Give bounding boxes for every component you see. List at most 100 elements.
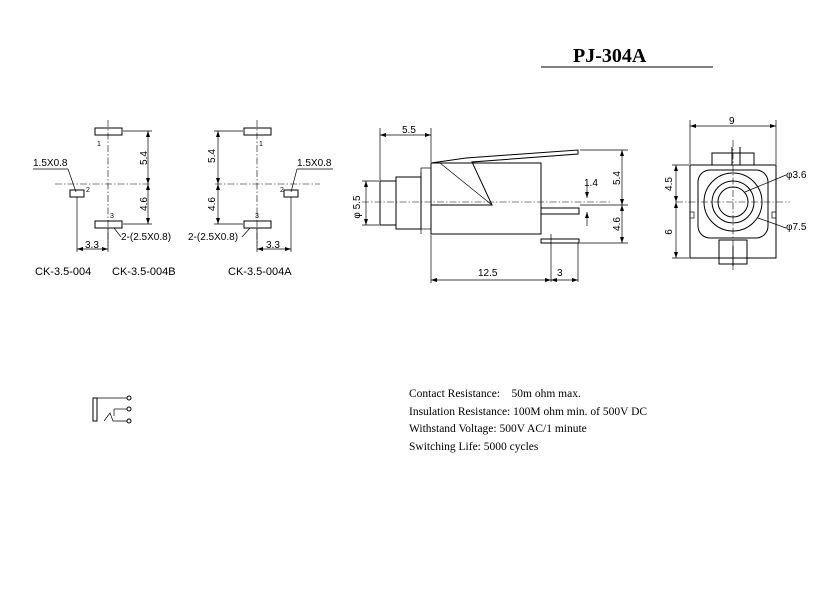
spec-withstand-voltage: Withstand Voltage: 500V AC/1 minute — [409, 423, 587, 435]
front-view-dim-phi-7-5: φ7.5 — [786, 222, 807, 233]
side-view-dim-1-4: 1.4 — [584, 178, 598, 189]
front-view-side-mark-right — [771, 211, 777, 219]
front-view-dim-9: 9 — [729, 116, 735, 127]
footprint-left-arrow-left — [77, 247, 83, 251]
front-view-dim-6: 6 — [664, 229, 675, 235]
side-view-arrow-right-mid-down — [620, 205, 624, 211]
specifications: Contact Resistance: 50m ohm max. Insulat… — [409, 388, 647, 453]
footprint-left-pad-3 — [94, 220, 123, 229]
front-view-arrow-width-right — [770, 124, 776, 128]
footprint-left-pin-3-label: 3 — [110, 213, 114, 220]
front-view-arrow-height-mid-up — [674, 196, 678, 202]
footprint-left-dim-5-4: 5.4 — [139, 151, 150, 165]
front-view-arrow-width-left — [690, 124, 696, 128]
footprint-right-pin-2-label: 2 — [280, 187, 284, 194]
jack-schematic-symbol — [92, 395, 132, 424]
side-view-dim-phi-5-5: φ 5.5 — [352, 195, 363, 219]
schematic-terminal-1 — [126, 395, 132, 401]
side-view-dim-3: 3 — [557, 268, 563, 279]
front-view-side-mark-left — [689, 211, 695, 219]
footprint-left-slot-leader — [113, 227, 122, 238]
caption-ck-3-5-004b: CK-3.5-004B — [112, 266, 176, 278]
spec-contact-resistance: Contact Resistance: 50m ohm max. — [409, 388, 581, 400]
side-view-arrow-top-right — [425, 133, 431, 137]
footprint-right-dim-pad: 1.5X0.8 — [297, 158, 332, 169]
side-view-arrow-right-bottom — [620, 237, 624, 243]
side-view-body — [430, 162, 542, 235]
footprint-left-pin-2-label: 2 — [86, 187, 90, 194]
footprint-right-pad-leader — [290, 168, 298, 193]
side-view-dim-5-5: 5.5 — [402, 125, 416, 136]
side-view-flange — [420, 167, 432, 230]
footprint-left-pad-2 — [69, 189, 85, 198]
footprint-left-pad-1 — [94, 127, 123, 136]
footprint-right-pin-1-label: 1 — [259, 141, 263, 148]
footprint-right-arrow-right — [285, 247, 291, 251]
side-view-offset-arrowhead-lower — [585, 212, 589, 218]
footprint-right: 1 2 3 5.4 4.6 1.5X0.8 3.3 2-(2.5X0.8) — [188, 120, 333, 252]
front-view-arrow-height-top — [674, 165, 678, 171]
front-view-dim-phi-3-6: φ3.6 — [786, 170, 807, 181]
footprint-left-arrow-bottom — [146, 218, 150, 224]
side-view-offset-arrowhead-upper — [585, 192, 589, 198]
footprint-right-pad-3 — [243, 220, 272, 229]
front-view-dim-4-5: 4.5 — [664, 177, 675, 191]
schematic-wire-3 — [103, 412, 127, 422]
side-view-arrow-12-5-right — [545, 278, 551, 282]
footprint-right-dim-5-4: 5.4 — [207, 149, 218, 163]
footprint-right-dim-slot: 2-(2.5X0.8) — [188, 232, 238, 243]
footprint-left-dim-3-3: 3.3 — [85, 240, 99, 251]
footprint-right-pad-1 — [243, 127, 272, 136]
part-number-title: PJ-304A — [573, 45, 647, 67]
side-view-dim-4-6: 4.6 — [612, 217, 623, 231]
footprint-left-dim-pad: 1.5X0.8 — [33, 158, 68, 169]
schematic-terminal-2 — [126, 406, 132, 412]
caption-ck-3-5-004a: CK-3.5-004A — [228, 266, 292, 278]
front-view-arrow-height-mid-down — [674, 202, 678, 208]
footprint-left-arrow-mid-up — [146, 178, 150, 184]
footprint-right-slot-leader — [241, 227, 251, 238]
footprint-right-dim-3-3: 3.3 — [266, 240, 280, 251]
front-view-leader-7-5 — [757, 217, 787, 229]
footprint-left-dim-slot: 2-(2.5X0.8) — [121, 232, 171, 243]
side-view-contact-slope — [439, 162, 493, 206]
front-view: 9 4.5 6 φ3.6 φ7.5 — [664, 116, 807, 270]
footprint-left-arrow-right — [102, 247, 108, 251]
footprint-right-arrow-top — [216, 131, 220, 137]
footprint-left-pin-1-label: 1 — [97, 141, 101, 148]
side-view-arrow-3-left — [551, 278, 557, 282]
side-view: 5.5 φ 5.5 5.4 4.6 1.4 12.5 3 — [352, 125, 628, 283]
schematic-terminal-3 — [126, 418, 132, 424]
footprint-right-arrow-mid-up — [216, 178, 220, 184]
footprint-right-pin-3-label: 3 — [255, 213, 259, 220]
footprint-right-arrow-left — [257, 247, 263, 251]
spec-insulation-resistance: Insulation Resistance: 100M ohm min. of … — [409, 406, 647, 418]
side-view-arrow-dia-bottom — [364, 219, 368, 225]
footprint-left-pad-leader — [67, 168, 77, 193]
side-view-barrel-collar — [395, 176, 422, 230]
footprint-left-dim-4-6: 4.6 — [139, 197, 150, 211]
side-view-dim-12-5: 12.5 — [478, 268, 498, 279]
front-view-leader-3-6 — [744, 174, 787, 193]
side-view-top-contact — [430, 149, 579, 206]
side-view-arrow-right-top — [620, 150, 624, 156]
side-view-pin-bottom — [540, 238, 580, 244]
side-view-arrow-3-right — [572, 278, 578, 282]
caption-ck-3-5-004: CK-3.5-004 — [35, 266, 91, 278]
footprint-right-dim-4-6: 4.6 — [207, 197, 218, 211]
spec-switching-life: Switching Life: 5000 cycles — [409, 441, 539, 453]
side-view-arrow-top-left — [380, 133, 386, 137]
side-view-pin-lower — [540, 207, 580, 215]
side-view-arrow-right-mid-up — [620, 199, 624, 205]
side-view-arrow-dia-top — [364, 181, 368, 187]
footprint-left-arrow-mid-down — [146, 184, 150, 190]
side-view-arrow-12-5-left — [431, 278, 437, 282]
side-view-dim-5-4: 5.4 — [612, 171, 623, 185]
footprint-right-arrow-bottom — [216, 218, 220, 224]
schematic-sleeve — [92, 397, 98, 422]
front-view-arrow-height-bottom — [674, 252, 678, 258]
footprint-left: 1 2 3 5.4 4.6 1.5X0.8 3.3 2-(2.5X0.8) — [33, 120, 171, 252]
footprint-left-arrow-top — [146, 131, 150, 137]
side-view-barrel-outer — [379, 180, 397, 226]
